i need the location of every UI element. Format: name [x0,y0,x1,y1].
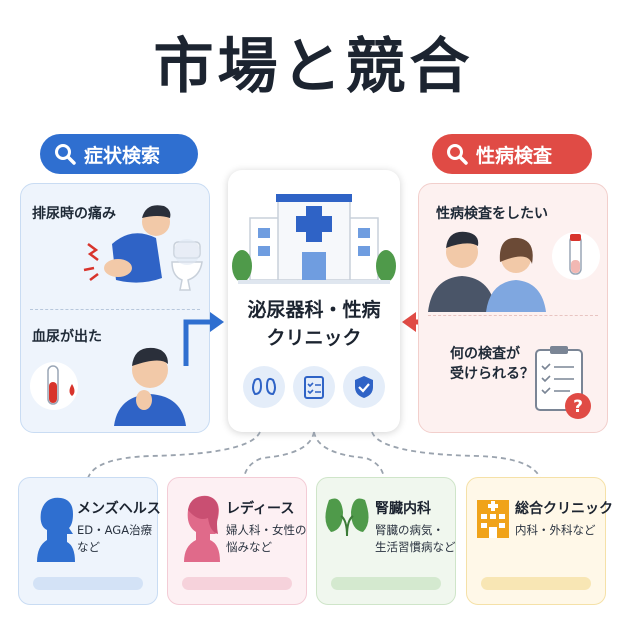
competitor-subtitle: 腎臓の病気・ 生活習慣病など [375,522,456,556]
competitor-title: 腎臓内科 [375,501,431,517]
symptom-search-label: 症状検索 [84,144,161,167]
competitor-bar [33,577,143,590]
competitor-subtitle: 内科・外科など [515,522,596,539]
hospital-illustration [232,194,396,284]
competitor-title: メンズヘルス [77,501,161,517]
std-want-test-text: 性病検査をしたい [436,206,548,222]
competitor-subtitle-line1: ED・AGA治療 [77,523,153,537]
competitor-subtitle: 婦人科・女性の 悩みなど [226,522,307,556]
competitor-subtitle-line1: 腎臓の病気・ [375,523,444,537]
std-which-test-text: 何の検査が 受けられる？ [450,344,534,384]
competitor-title: レディース [226,501,295,517]
blue-arrow [183,312,224,366]
clinic-name-line2: クリニック [266,327,362,349]
competitor-card-ladies: レディース 婦人科・女性の 悩みなど [167,477,307,605]
man-pain-illustration [83,205,203,291]
kidney-icon [325,498,369,537]
symptom-search-tag: 症状検索 [40,134,198,174]
symptom-pain-text: 排尿時の痛み [32,206,116,222]
competitor-card-nephrology: 腎臓内科 腎臓の病気・ 生活習慣病など [316,477,456,605]
competitor-bar [331,577,441,590]
competitor-title: 総合クリニック [515,501,613,517]
kidney-icon [243,366,285,408]
symptom-divider [30,309,200,310]
page-title: 市場と競合 [153,32,474,102]
woman-profile-icon [184,495,220,562]
clipboard-question-illustration: ? [535,346,591,419]
competitor-subtitle-line1: 婦人科・女性の [226,523,307,537]
man-worried-illustration [30,347,186,426]
competitor-subtitle: ED・AGA治療 など [77,522,152,556]
competitor-card-mens-health: メンズヘルス ED・AGA治療 など [18,477,161,605]
std-test-tag: 性病検査 [432,134,592,174]
couple-illustration [428,231,600,312]
connector-lines [87,431,541,479]
competitor-subtitle-line2: 生活習慣病など [375,540,456,554]
search-icon [55,144,76,165]
clinic-name-line1: 泌尿器科・性病 [247,299,381,321]
man-profile-icon [37,497,75,562]
checklist-icon [293,366,335,408]
competitor-bar [182,577,292,590]
competitor-subtitle-line2: 悩みなど [226,540,272,554]
std-which-test-line1: 何の検査が [450,346,520,362]
std-test-label: 性病検査 [476,144,553,167]
search-icon [447,144,468,165]
competitor-subtitle-line1: 内科・外科など [515,523,596,537]
clinic-name: 泌尿器科・性病 クリニック [228,296,400,352]
competitor-bar [481,577,591,590]
symptom-blood-text: 血尿が出た [32,329,102,345]
competitor-card-general-clinic: 総合クリニック 内科・外科など [466,477,613,605]
building-icon [477,500,509,538]
shield-check-icon [343,366,385,408]
competitor-subtitle-line2: など [77,540,100,554]
std-divider [428,315,598,316]
svg-text:?: ? [573,397,583,417]
std-which-test-line2: 受けられる？ [450,366,534,382]
